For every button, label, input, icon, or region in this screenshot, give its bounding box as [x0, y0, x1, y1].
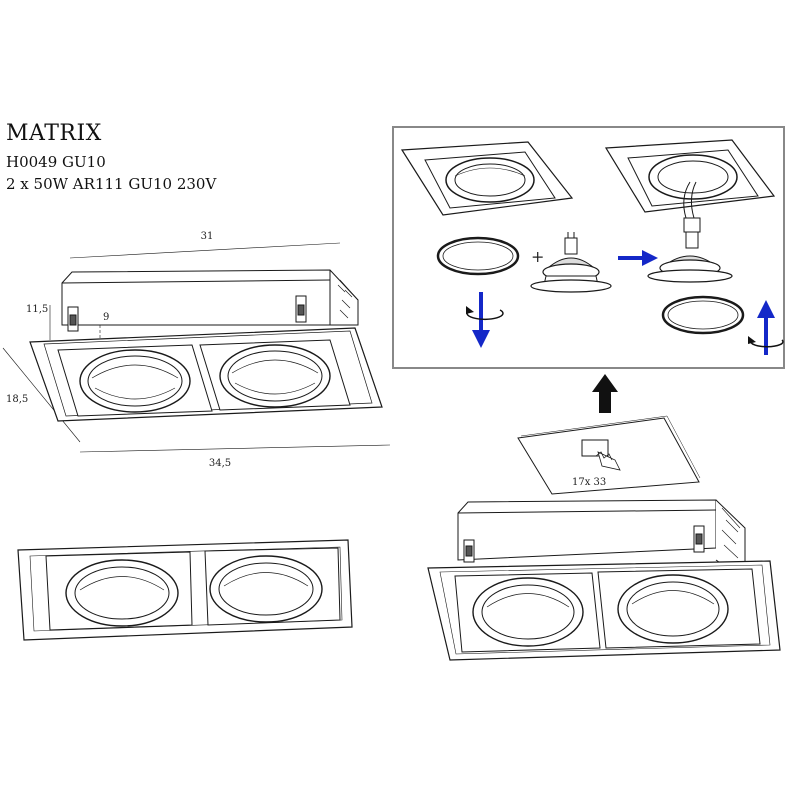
product-name: MATRIX [6, 121, 102, 146]
arrow-up-black-icon [592, 374, 618, 413]
arrow-up-icon [757, 300, 775, 355]
product-spec: 2 x 50W AR111 GU10 230V [6, 175, 217, 193]
ceiling-cutout-template [517, 415, 701, 495]
fixture-cell-1 [400, 141, 574, 216]
dim-inner-height: 9 [103, 312, 109, 323]
dim-length-front: 34,5 [209, 458, 231, 469]
dim-height: 11,5 [26, 304, 48, 315]
dim-depth: 18,5 [6, 394, 28, 405]
dimensioned-fixture [2, 242, 391, 453]
dim-line-side [2, 347, 81, 443]
arrow-right-icon [618, 250, 658, 266]
plus-icon: + [531, 247, 544, 266]
installed-fixture [427, 499, 781, 661]
ar111-lamp [530, 232, 612, 293]
fixture-cell-2 [604, 139, 776, 283]
dim-length-top: 31 [201, 231, 214, 242]
dim-line-top [69, 242, 341, 259]
arrow-down-icon [472, 292, 490, 348]
frame-front-view [17, 539, 353, 641]
lamp-installation-panel: + [392, 126, 785, 369]
cutout-dimension: 17x 33 [572, 477, 606, 488]
product-code: H0049 GU10 [6, 153, 106, 171]
dim-line-front [79, 444, 391, 453]
trim-ring-2 [661, 295, 745, 335]
trim-ring-1 [436, 236, 520, 276]
